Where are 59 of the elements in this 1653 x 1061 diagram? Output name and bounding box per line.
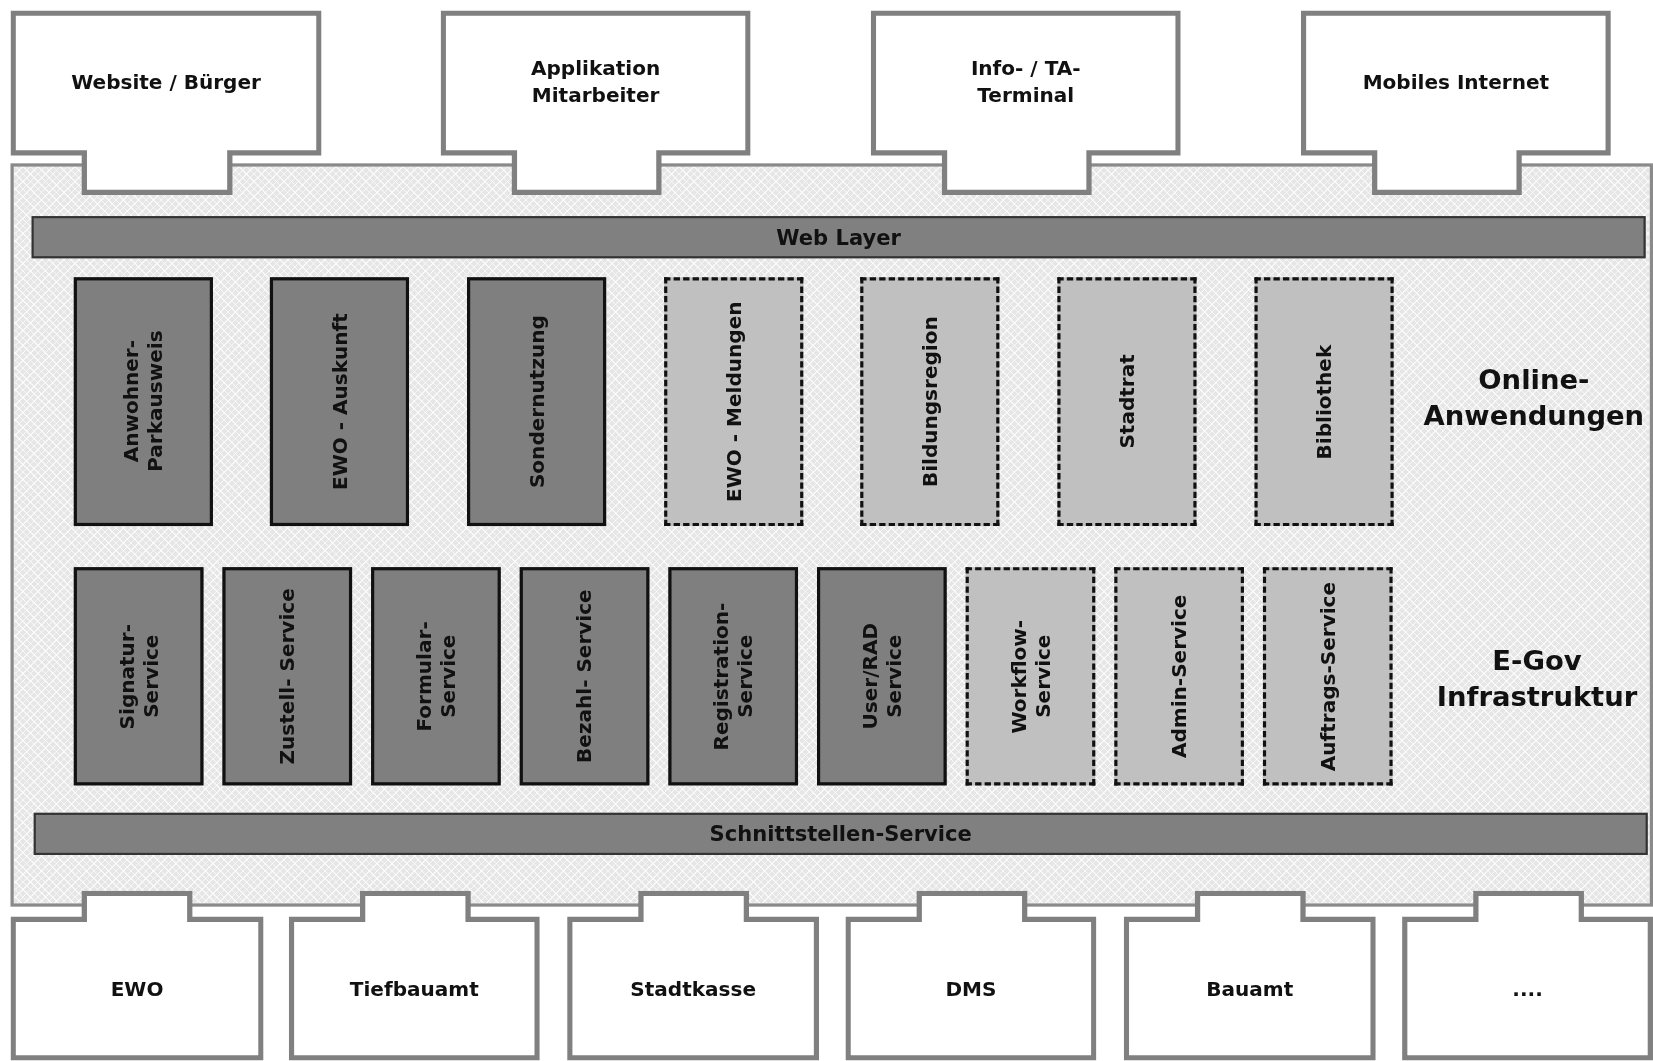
- service-box: [668, 567, 799, 786]
- node-label: Schnittstellen-Service: [709, 821, 972, 847]
- node-label: Bildungsregion: [917, 316, 942, 488]
- section-label: E-Gov Infrastruktur: [1435, 644, 1639, 715]
- backend-system-box: [567, 890, 820, 1061]
- node-label: Stadtrat: [1114, 354, 1139, 449]
- service-box: [222, 567, 353, 786]
- node-label: Signatur- Service: [114, 622, 163, 731]
- node-label: Auftrags-Service: [1315, 581, 1340, 771]
- node-label: Website / Bürger: [71, 68, 261, 95]
- node-label: EWO - Meldungen: [721, 301, 746, 502]
- node-label: Formular- Service: [411, 620, 460, 734]
- backend-system-box: [1402, 890, 1653, 1061]
- service-box: [519, 567, 650, 786]
- node-label: Zustell- Service: [275, 588, 300, 765]
- node-label: ....: [1512, 976, 1543, 1003]
- section-label: Online- Anwendungen: [1422, 362, 1646, 433]
- node-label: Admin-Service: [1167, 594, 1192, 758]
- planned-service-box: [860, 277, 1000, 527]
- node-label: Info- / TA-Terminal: [969, 54, 1082, 108]
- service-box: [467, 277, 607, 527]
- node-label: Sondernutzung: [524, 315, 549, 489]
- client-box: [870, 10, 1181, 196]
- service-box: [269, 277, 410, 527]
- layer-bar: [31, 216, 1646, 259]
- service-box: [73, 567, 204, 786]
- node-label: Bezahl- Service: [572, 589, 597, 764]
- node-label: Applikation Mitarbeiter: [530, 54, 662, 108]
- node-label: Registration- Service: [709, 601, 758, 753]
- node-label: Stadtkasse: [630, 976, 756, 1003]
- node-label: Workflow- Service: [1006, 618, 1055, 736]
- platform-panel: [10, 163, 1653, 907]
- planned-service-box: [965, 567, 1096, 786]
- planned-service-box: [1057, 277, 1197, 527]
- service-box: [371, 567, 501, 786]
- planned-service-box: [1262, 567, 1393, 786]
- planned-service-box: [664, 277, 804, 527]
- backend-system-box: [1123, 890, 1376, 1061]
- service-box: [73, 277, 213, 527]
- node-label: EWO - Auskunft: [327, 313, 352, 491]
- client-box: [1300, 10, 1611, 196]
- backend-system-box: [845, 890, 1097, 1061]
- node-label: Anwohner- Parkausweis: [119, 329, 168, 475]
- layer-bar: [33, 812, 1648, 855]
- node-label: EWO: [110, 976, 164, 1003]
- backend-system-box: [10, 890, 264, 1061]
- service-box: [817, 567, 947, 786]
- node-label: User/RAD Service: [857, 622, 906, 732]
- node-label: Web Layer: [776, 224, 901, 250]
- node-label: DMS: [945, 976, 997, 1003]
- node-label: Tiefbauamt: [349, 976, 479, 1003]
- client-box: [10, 10, 322, 196]
- planned-service-box: [1114, 567, 1244, 786]
- node-label: Mobiles Internet: [1362, 68, 1550, 95]
- node-label: Bauamt: [1206, 976, 1294, 1003]
- backend-system-box: [288, 890, 540, 1061]
- planned-service-box: [1254, 277, 1394, 527]
- node-label: Bibliothek: [1312, 344, 1337, 459]
- client-box: [440, 10, 751, 196]
